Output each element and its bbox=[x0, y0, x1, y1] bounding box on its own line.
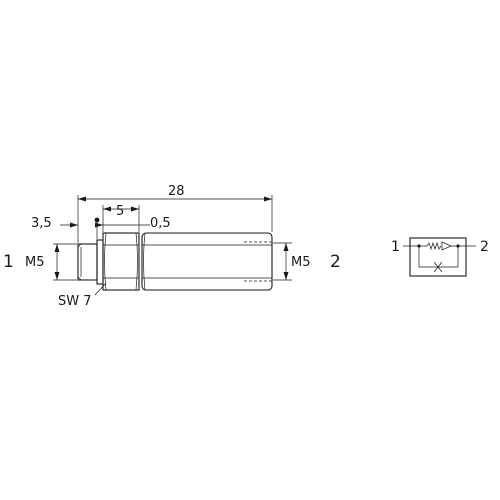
main-body bbox=[141, 232, 273, 291]
arrow-left-dia-top bbox=[54, 244, 60, 252]
hex-chamfer-right bbox=[135, 232, 138, 291]
wrench-size-label: SW 7 bbox=[58, 294, 92, 309]
arrow-hex-left bbox=[103, 206, 111, 212]
thread-label-left: M5 bbox=[25, 255, 45, 270]
symbol-port-label-out: 2 bbox=[480, 239, 489, 255]
dim-label-hex: 5 bbox=[116, 204, 124, 219]
dim-label-overall: 28 bbox=[168, 184, 185, 199]
symbol-cross-b bbox=[433, 261, 443, 273]
spring-icon bbox=[426, 241, 442, 251]
port-label-left: 1 bbox=[3, 252, 14, 272]
arrow-hex-right bbox=[131, 206, 139, 212]
check-valve-part bbox=[77, 232, 273, 291]
leader-wrench-size bbox=[94, 282, 107, 296]
hex-section bbox=[102, 232, 140, 291]
arrow-overall-right bbox=[264, 196, 272, 202]
arrow-thread bbox=[70, 222, 78, 228]
left-thread-chamfer-bottom bbox=[77, 276, 82, 281]
neck bbox=[96, 239, 104, 285]
dim-label-thread: 3,5 bbox=[31, 216, 52, 231]
gap-reference-dot bbox=[94, 217, 100, 223]
check-seat-icon bbox=[441, 241, 452, 251]
dim-label-gap: 0,5 bbox=[150, 216, 171, 231]
dimension-lines: 28 5 0,5 3,5 M5 M5 SW 7 bbox=[25, 184, 311, 309]
thread-label-right: M5 bbox=[291, 255, 311, 270]
symbol-bypass-line bbox=[418, 246, 459, 268]
check-valve-symbol: 1 2 bbox=[391, 237, 489, 277]
hex-chamfer-left bbox=[104, 232, 107, 291]
main-body-chamfer-left bbox=[143, 232, 146, 291]
arrow-right-dia-top bbox=[283, 243, 289, 251]
arrow-gap-left bbox=[95, 222, 103, 228]
symbol-frame bbox=[409, 237, 467, 277]
symbol-port-label-in: 1 bbox=[391, 239, 400, 255]
arrow-overall-left bbox=[78, 196, 86, 202]
left-thread-chamfer-top bbox=[77, 243, 82, 248]
port-label-right: 2 bbox=[330, 252, 341, 272]
arrow-right-dia-bottom bbox=[283, 272, 289, 280]
arrow-left-dia-bottom bbox=[54, 272, 60, 280]
